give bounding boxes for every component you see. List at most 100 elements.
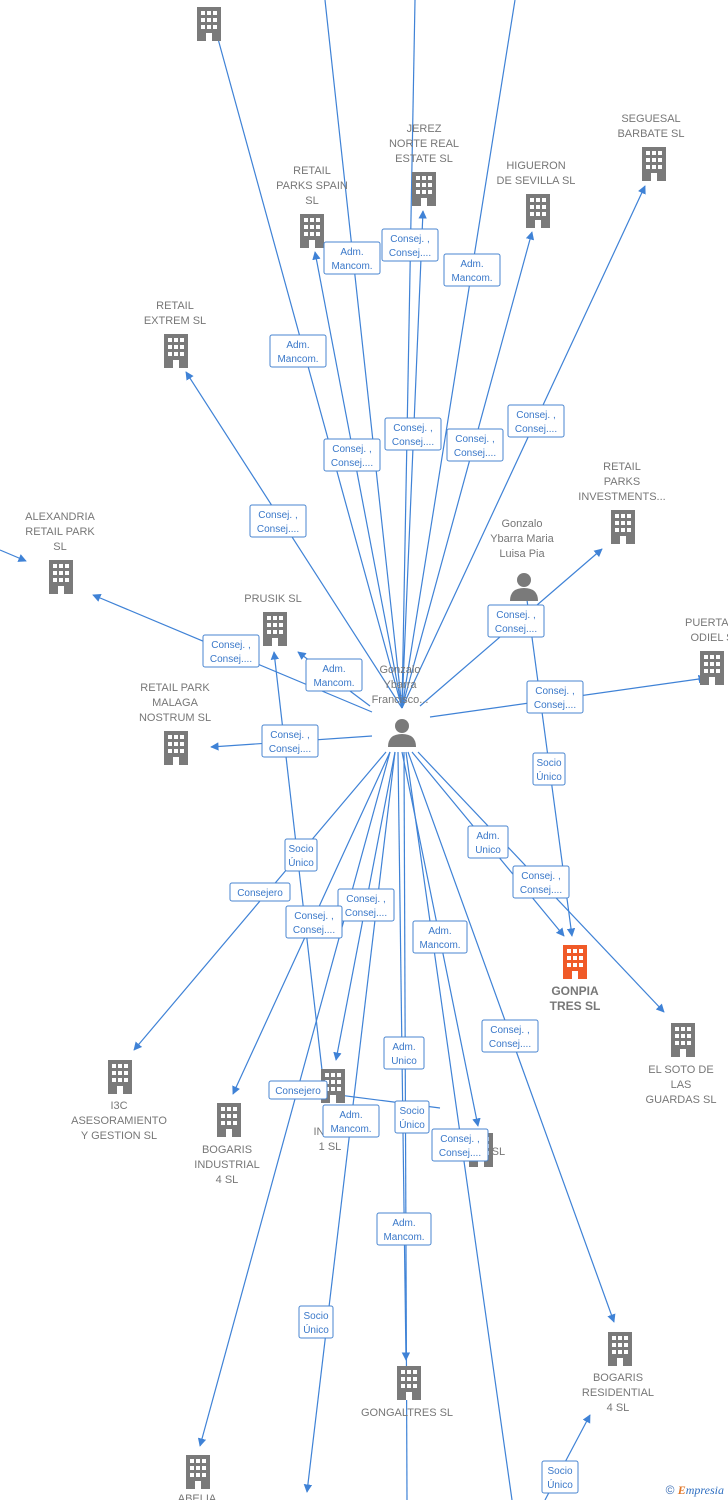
node-prusik[interactable]: PRUSIK SL (244, 593, 302, 646)
edge-label-box (268, 1080, 328, 1100)
edge-label-text: Único (303, 1323, 329, 1336)
edge-label-text: Consej.... (210, 654, 252, 665)
edge-label-box (381, 228, 439, 262)
node-label-line: ESTATE SL (395, 153, 453, 165)
edge-label-e4[interactable]: Adm.Mancom. (269, 334, 327, 368)
edge-label-box (467, 825, 509, 859)
edge-label-e11[interactable]: Consej. ,Consej.... (202, 634, 260, 668)
node-label-line: Y GESTION SL (81, 1130, 157, 1142)
edge-label-text: Consej.... (345, 908, 387, 919)
edge-label-box (541, 1460, 579, 1494)
edge-label-e12[interactable]: Adm.Mancom. (305, 658, 363, 692)
edge-label-text: Unico (391, 1056, 417, 1067)
edge-label-text: Mancom. (313, 678, 354, 689)
node-label-line: NORTE REAL (389, 138, 459, 150)
edge-label-text: Consej.... (392, 437, 434, 448)
node-gonzalo-f[interactable]: GonzaloYbarraFrancisco... (372, 664, 429, 747)
node-label-line: NOSTRUM SL (139, 712, 211, 724)
edge-label-e17[interactable]: Consej. ,Consej.... (512, 865, 570, 899)
edge-label-e23[interactable]: Consej. ,Consej.... (481, 1019, 539, 1053)
node-label-line: GONPIA (551, 984, 599, 998)
edge-label-e2[interactable]: Consej. ,Consej.... (381, 228, 439, 262)
edge-label-text: Consej. , (294, 911, 333, 922)
edge-label-box (394, 1100, 430, 1134)
edge-label-e25[interactable]: Consejero (268, 1080, 328, 1100)
edge-label-e21[interactable]: Consej. ,Consej.... (285, 905, 343, 939)
edge-label-text: Único (288, 856, 314, 869)
edge-label-box (443, 253, 501, 287)
edge-lines (0, 0, 707, 1500)
edge-label-box (202, 634, 260, 668)
node-label-line: 4 SL (216, 1174, 239, 1186)
building-icon (563, 945, 587, 979)
edge-label-text: Consej.... (439, 1148, 481, 1159)
person-icon (388, 719, 416, 747)
node-label-line: PUERTA D (685, 617, 728, 629)
edge-label-text: Adm. (340, 247, 363, 258)
node-retail-inv[interactable]: RETAILPARKSINVESTMENTS... (578, 461, 666, 544)
node-label-line: ODIEL S (691, 632, 728, 644)
edge-label-text: Consej. , (346, 894, 385, 905)
edge-label-e6[interactable]: Consej. ,Consej.... (323, 438, 381, 472)
edge-label-e24[interactable]: Adm.Unico (383, 1036, 425, 1070)
node-label-line: RETAIL PARK (25, 526, 95, 538)
node-label-line: BARBATE SL (617, 128, 684, 140)
node-label-line: Luisa Pia (499, 548, 545, 560)
edge-label-text: Adm. (476, 831, 499, 842)
edge-label-e29[interactable]: Adm.Mancom. (376, 1212, 432, 1246)
edge-label-text: Consej. , (521, 871, 560, 882)
node-top-bld[interactable] (197, 7, 221, 41)
edge-label-box (249, 504, 307, 538)
edge-label-e16[interactable]: Adm.Unico (467, 825, 509, 859)
edge-label-box (526, 680, 584, 714)
edge-label-e28[interactable]: Consej. ,Consej.... (431, 1128, 489, 1162)
node-label-line: 1 SL (319, 1141, 342, 1153)
edge-label-e13[interactable]: Consej. ,Consej.... (526, 680, 584, 714)
node-puerta[interactable]: PUERTA D ODIEL S (685, 617, 728, 685)
edge-label-text: Consej. , (490, 1025, 529, 1036)
edge-label-e8[interactable]: Consej. ,Consej.... (446, 428, 504, 462)
edge-label-e3[interactable]: Adm.Mancom. (443, 253, 501, 287)
edge-label-box (284, 838, 318, 872)
edge-label-e10[interactable]: Consej. ,Consej.... (487, 604, 545, 638)
node-label-line: LAS (671, 1079, 692, 1091)
edge-label-text: Consej. , (455, 434, 494, 445)
edge-label-e9[interactable]: Consej. ,Consej.... (249, 504, 307, 538)
edge-label-e7[interactable]: Consej. ,Consej.... (384, 417, 442, 451)
edge-label-text: Mancom. (331, 261, 372, 272)
edge-label-box (446, 428, 504, 462)
edge-label-text: Socio (399, 1106, 424, 1117)
node-label-line: RETAIL PARK (140, 682, 210, 694)
edge-label-box (431, 1128, 489, 1162)
edge-label-e19[interactable]: Consejero (229, 882, 291, 902)
node-gongaltres[interactable]: GONGALTRES SL (361, 1366, 453, 1419)
edge-label-text: Consej. , (270, 730, 309, 741)
edge-label-e26[interactable]: Adm.Mancom. (322, 1104, 380, 1138)
edge-label-layer: Adm. Mancom. Consej. , Consej.... Adm. Mancom… (202, 228, 584, 1494)
edge-label-e5[interactable]: Consej. ,Consej.... (507, 404, 565, 438)
edge-label-e22[interactable]: Adm.Mancom. (412, 920, 468, 954)
edge-label-e20[interactable]: Consej. , Consej.... (337, 888, 395, 922)
edge-label-e1[interactable]: Adm. Mancom. (323, 241, 381, 275)
building-icon (412, 172, 436, 206)
node-abelia[interactable]: ABELIA (178, 1455, 217, 1500)
edge-label-e14[interactable]: Consej. ,Consej.... (261, 724, 319, 758)
